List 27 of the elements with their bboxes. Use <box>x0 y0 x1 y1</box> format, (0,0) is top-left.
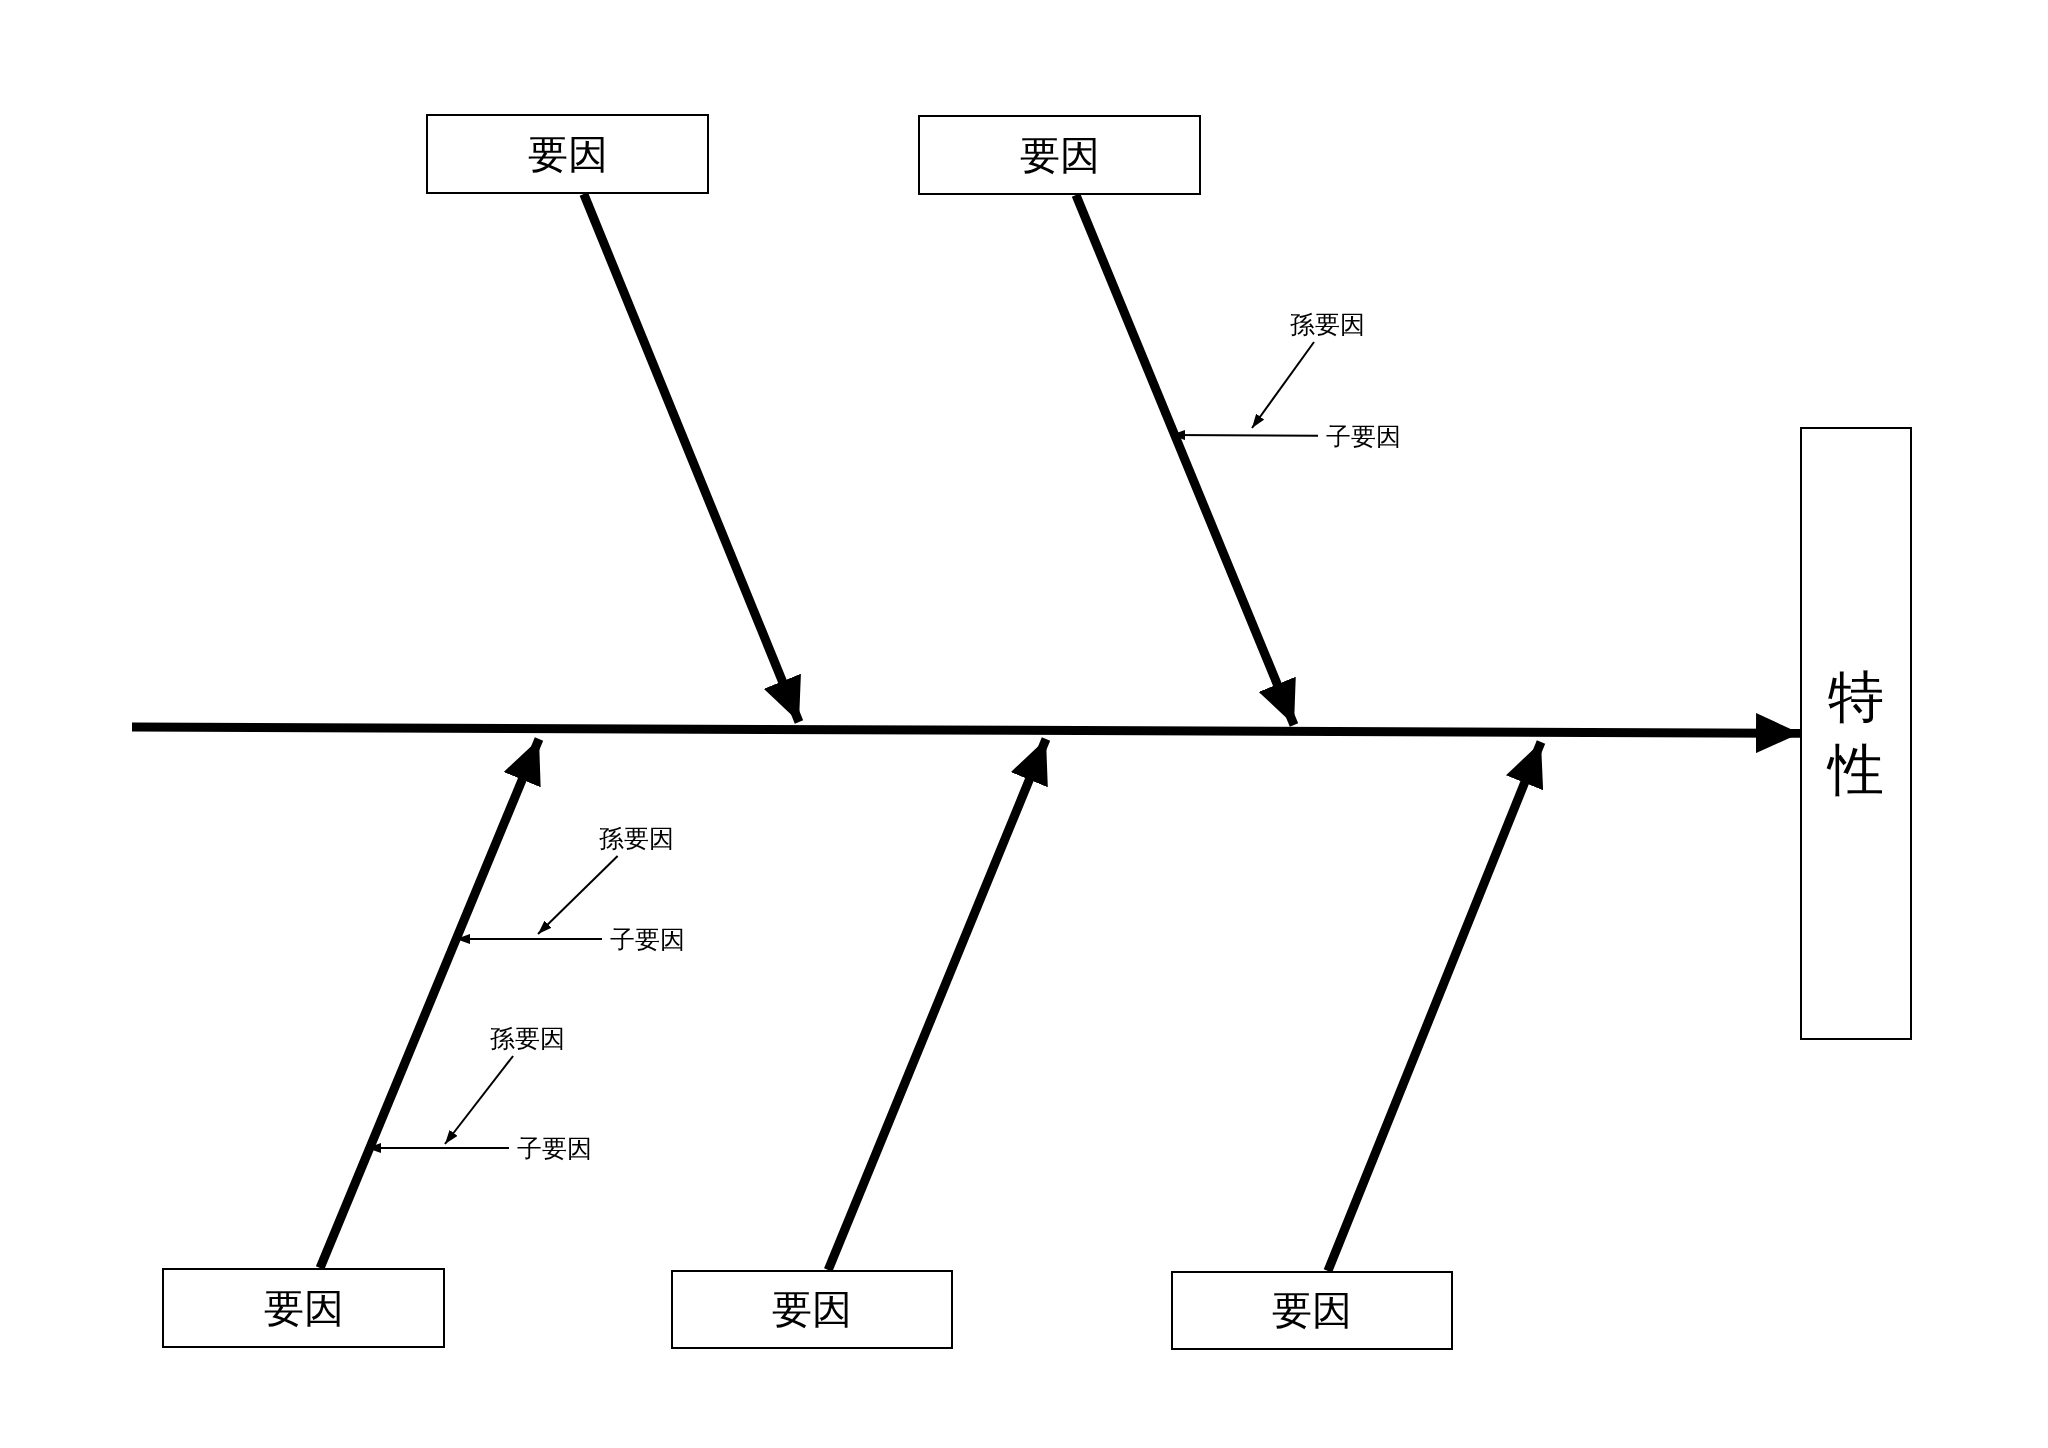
bone-arrow <box>1071 193 1299 727</box>
bone-arrow <box>824 737 1051 1272</box>
box-label: 要因 <box>1272 1286 1352 1335</box>
bone-arrow <box>579 192 804 724</box>
box-label: 特性 <box>1828 662 1884 804</box>
cause-box <box>426 114 709 194</box>
arrow <box>444 1055 515 1145</box>
cause-box <box>1171 1271 1453 1350</box>
cause-label: 子要因 <box>1318 418 1408 454</box>
cause-label: 孫要因 <box>483 1020 571 1056</box>
cause-label: 子要因 <box>602 921 692 957</box>
cause-label: 孫要因 <box>1284 306 1370 342</box>
cause-box <box>162 1268 445 1348</box>
box-label: 要因 <box>527 129 608 179</box>
effect-box <box>1800 427 1912 1040</box>
cause-box <box>671 1270 953 1349</box>
box-label: 要因 <box>772 1285 852 1334</box>
box-label: 要因 <box>1019 130 1100 180</box>
cause-label: 孫要因 <box>592 820 680 856</box>
cause-label: 子要因 <box>509 1130 599 1166</box>
bone-arrow <box>315 737 544 1270</box>
bone-arrow <box>132 713 1800 754</box>
bone-arrow <box>1323 740 1546 1273</box>
cause-box <box>918 115 1201 195</box>
arrow <box>537 855 619 935</box>
box-label: 要因 <box>263 1283 344 1333</box>
arrow <box>1251 341 1315 429</box>
